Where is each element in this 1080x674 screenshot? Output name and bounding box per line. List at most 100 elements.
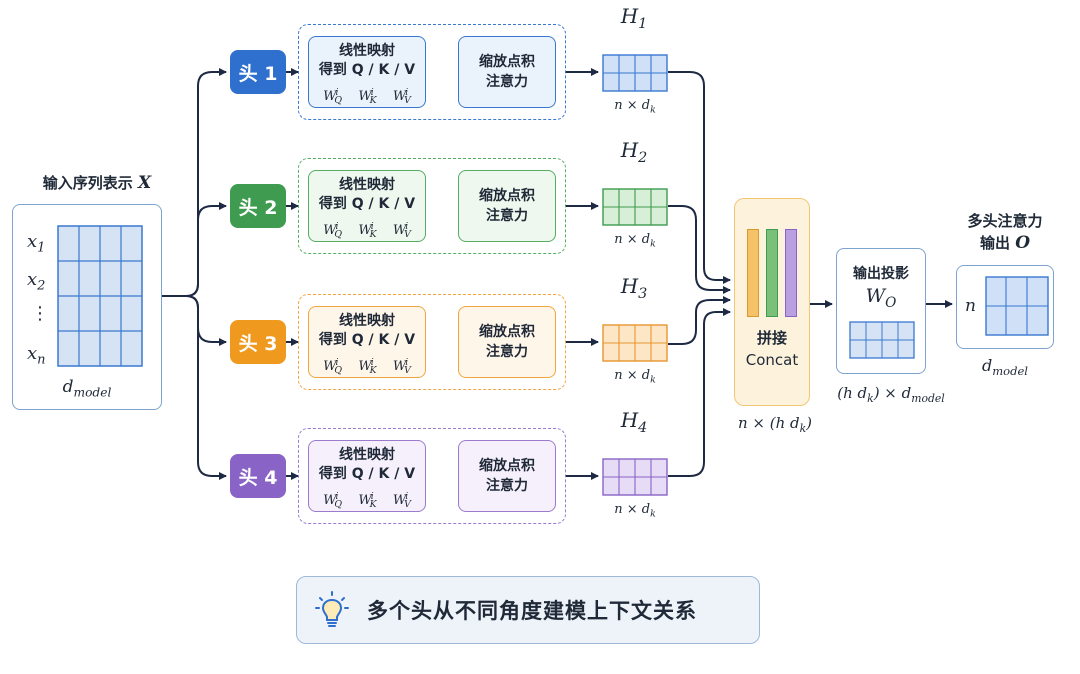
- output-title: 多头注意力 输出 O: [950, 210, 1060, 254]
- head-1-weights: WiQ WiK WiV: [309, 84, 425, 110]
- head-4-output-label: H4: [620, 408, 648, 437]
- head-1-output-matrix: [602, 54, 668, 92]
- head-4-button[interactable]: 头 4: [230, 454, 286, 498]
- arrow-h2-concat: [668, 205, 731, 294]
- concat-dim-label: n × (h dk): [737, 414, 813, 435]
- input-row-label-n: xn: [27, 343, 46, 368]
- head-1-ap-line2: 注意力: [486, 74, 528, 90]
- head-3-output-matrix: [602, 324, 668, 362]
- head-1-output-label: H1: [620, 4, 648, 33]
- projection-title: 输出投影: [853, 266, 909, 282]
- head-4-linear-projection: 线性映射 得到 Q / K / V WiQ WiK WiV: [308, 440, 426, 512]
- head-1-lp-line1: 线性映射: [339, 43, 395, 59]
- output-title-line2: 输出: [979, 234, 1010, 252]
- tip-banner: 多个头从不同角度建模上下文关系: [296, 576, 760, 644]
- head-4-output-matrix: [602, 458, 668, 496]
- head-2-attention: 缩放点积 注意力: [458, 170, 556, 242]
- head-3-lp-line2: 得到 Q / K / V: [318, 332, 416, 348]
- head-3-weights: WiQ WiK WiV: [309, 354, 425, 380]
- head-3-attention: 缩放点积 注意力: [458, 306, 556, 378]
- head-2-dim-label: n × dk: [614, 232, 656, 250]
- head-1-weight-q: WiQ: [323, 88, 343, 107]
- output-block: n: [956, 265, 1054, 349]
- input-row-label-1: x1: [27, 231, 46, 256]
- concat-bar-green: [766, 229, 778, 317]
- tip-text: 多个头从不同角度建模上下文关系: [367, 599, 697, 623]
- concat-label-cn: 拼接: [756, 329, 787, 347]
- concat-bar-orange: [747, 229, 759, 317]
- head-2-lp-line1: 线性映射: [339, 177, 395, 193]
- head-3-weight-k: WiK: [358, 358, 377, 377]
- head-4-weight-k: WiK: [358, 492, 377, 511]
- head-3-dim-label: n × dk: [614, 368, 656, 386]
- head-4-lp-line1: 线性映射: [339, 447, 395, 463]
- head-4-lp-line2: 得到 Q / K / V: [318, 466, 416, 482]
- head-4-ap-line1: 缩放点积: [479, 458, 535, 474]
- head-4-label: 头 4: [238, 466, 278, 489]
- lightbulb-icon: [315, 591, 349, 627]
- head-3-linear-projection: 线性映射 得到 Q / K / V WiQ WiK WiV: [308, 306, 426, 378]
- head-3-output-label: H3: [620, 274, 648, 303]
- head-2-ap-line1: 缩放点积: [479, 188, 535, 204]
- head-4-weight-q: WiQ: [323, 492, 343, 511]
- arrow-input-head4: [162, 295, 227, 480]
- head-2-weights: WiQ WiK WiV: [309, 218, 425, 244]
- head-1-weight-k: WiK: [358, 88, 377, 107]
- concat-block: 拼接 Concat: [734, 198, 810, 406]
- head-3-ap-line1: 缩放点积: [479, 324, 535, 340]
- output-row-label: n: [965, 296, 976, 316]
- head-4-weights: WiQ WiK WiV: [309, 488, 425, 514]
- input-row-ellipsis: ⋮: [31, 303, 49, 324]
- head-1-lp-line2: 得到 Q / K / V: [318, 62, 416, 78]
- output-matrix-grid: [985, 276, 1049, 336]
- arrow-h1-concat: [668, 71, 731, 284]
- head-1-dim-label: n × dk: [614, 98, 656, 116]
- head-4-attention: 缩放点积 注意力: [458, 440, 556, 512]
- head-3-ap-line2: 注意力: [486, 344, 528, 360]
- head-3-label: 头 3: [238, 332, 278, 355]
- input-row-label-2: x2: [27, 269, 46, 294]
- projection-matrix-grid: [849, 321, 915, 359]
- head-2-button[interactable]: 头 2: [230, 184, 286, 228]
- projection-dim-label: (h dk) × dmodel: [837, 384, 945, 405]
- concat-bar-purple: [785, 229, 797, 317]
- head-3-lp-line1: 线性映射: [339, 313, 395, 329]
- head-2-linear-projection: 线性映射 得到 Q / K / V WiQ WiK WiV: [308, 170, 426, 242]
- head-2-output-label: H2: [620, 138, 648, 167]
- head-1-linear-projection: 线性映射 得到 Q / K / V WiQ WiK WiV: [308, 36, 426, 108]
- head-4-dim-label: n × dk: [614, 502, 656, 520]
- head-2-weight-k: WiK: [358, 222, 377, 241]
- head-4-ap-line2: 注意力: [486, 478, 528, 494]
- arrow-h3-concat: [668, 296, 731, 345]
- head-1-label: 头 1: [238, 62, 278, 85]
- head-1-ap-line1: 缩放点积: [479, 54, 535, 70]
- head-4-weight-v: WiV: [392, 492, 411, 511]
- arrow-input-head3: [162, 295, 227, 346]
- head-1-attention: 缩放点积 注意力: [458, 36, 556, 108]
- arrow-h4-concat: [668, 308, 731, 477]
- output-title-line1: 多头注意力: [967, 212, 1043, 230]
- input-title: 输入序列表示 X: [22, 172, 172, 193]
- head-3-weight-v: WiV: [392, 358, 411, 377]
- head-3-button[interactable]: 头 3: [230, 320, 286, 364]
- input-sequence-box: x1 x2 ⋮ xn dmodel: [12, 204, 162, 410]
- input-title-text: 输入序列表示: [42, 174, 133, 192]
- head-2-weight-q: WiQ: [323, 222, 343, 241]
- head-1-button[interactable]: 头 1: [230, 50, 286, 94]
- output-projection-block: 输出投影 WO: [836, 248, 926, 374]
- input-title-var: X: [138, 173, 152, 193]
- concat-label: 拼接 Concat: [735, 327, 809, 371]
- head-3-weight-q: WiQ: [323, 358, 343, 377]
- head-2-ap-line2: 注意力: [486, 208, 528, 224]
- arrow-input-head2: [162, 202, 227, 297]
- output-dim-label: dmodel: [982, 356, 1028, 379]
- head-2-weight-v: WiV: [392, 222, 411, 241]
- head-2-lp-line2: 得到 Q / K / V: [318, 196, 416, 212]
- input-matrix-grid: [57, 225, 143, 367]
- head-1-weight-v: WiV: [392, 88, 411, 107]
- head-2-label: 头 2: [238, 196, 278, 219]
- head-2-output-matrix: [602, 188, 668, 226]
- projection-weight-label: WO: [865, 285, 897, 311]
- input-dim-label: dmodel: [62, 377, 112, 400]
- concat-label-en: Concat: [745, 351, 799, 369]
